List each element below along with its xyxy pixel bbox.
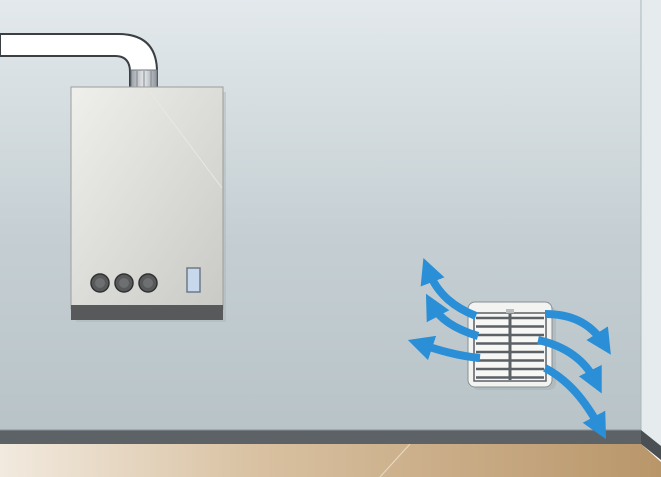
airflow-arrow-icon (543, 364, 607, 440)
skirting-corner (641, 430, 661, 460)
airflow-arrows (407, 258, 611, 440)
skirting-board (0, 430, 641, 444)
boiler-icon (70, 86, 226, 322)
wall-vent-icon (467, 301, 556, 390)
flue-pipe-icon (0, 33, 158, 89)
airflow-arrow-icon (544, 310, 611, 355)
boiler-base (71, 305, 223, 320)
floor (0, 444, 661, 477)
floor-seam (379, 443, 411, 477)
control-knobs (90, 273, 158, 293)
wall-corner (641, 0, 661, 448)
vent-tab (506, 309, 514, 313)
airflow-arrow-icon (407, 335, 481, 362)
status-display (186, 267, 201, 293)
airflow-arrow-icon (537, 336, 602, 394)
airflow-arrow-icon (425, 293, 480, 340)
